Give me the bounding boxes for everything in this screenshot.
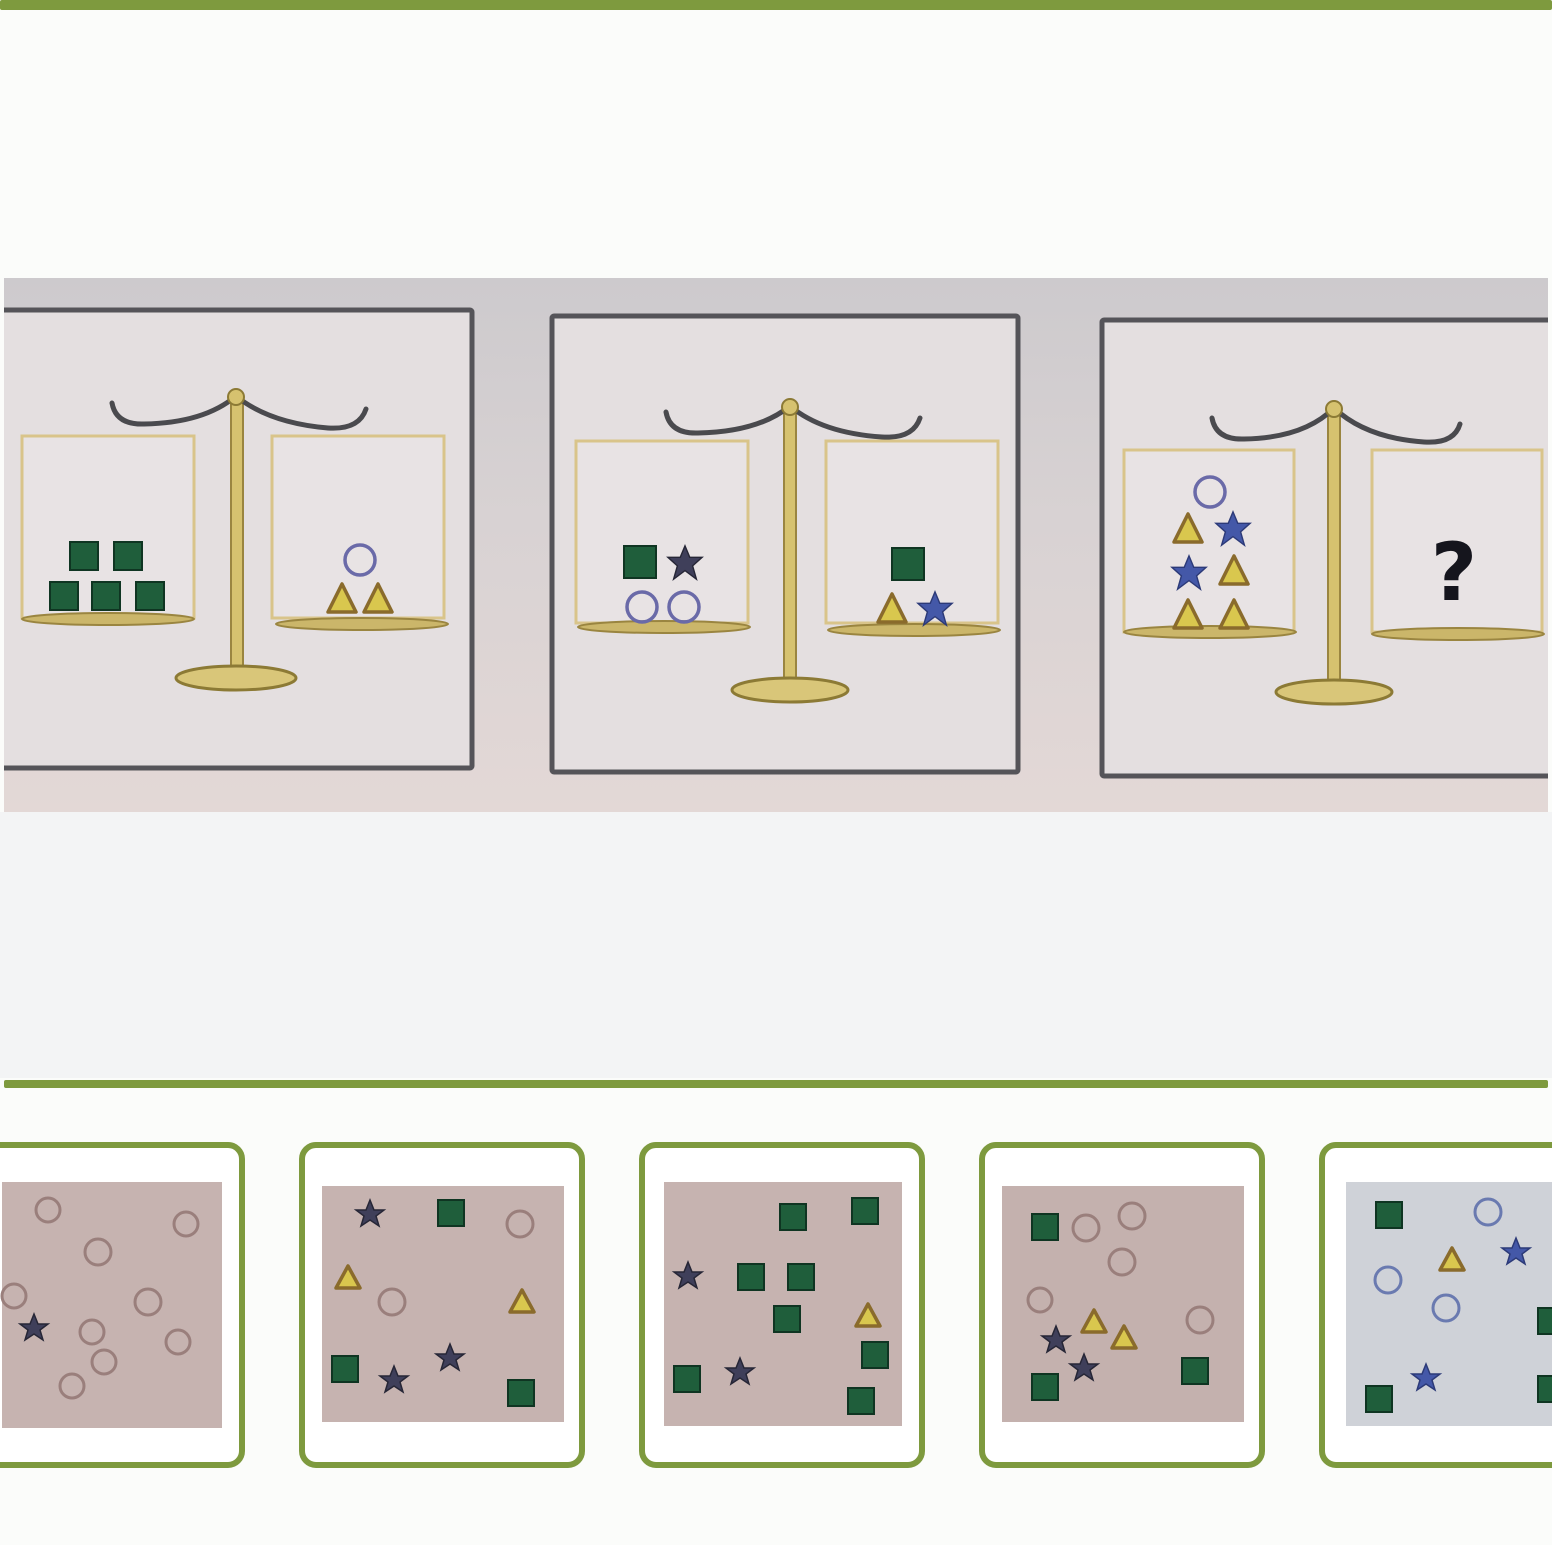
- square-icon: [114, 542, 142, 570]
- scale-panel-3: ?: [1102, 320, 1548, 776]
- square-icon: [1366, 1386, 1392, 1412]
- square-icon: [332, 1356, 358, 1382]
- square-icon: [1538, 1308, 1552, 1334]
- square-icon: [438, 1200, 464, 1226]
- square-icon: [1182, 1358, 1208, 1384]
- answer-option-3[interactable]: [638, 1142, 930, 1472]
- square-icon: [852, 1198, 878, 1224]
- square-icon: [92, 582, 120, 610]
- answer-option-1[interactable]: [0, 1142, 250, 1472]
- square-icon: [1032, 1374, 1058, 1400]
- question-mark-icon: ?: [1431, 526, 1477, 619]
- answer-option-4[interactable]: [978, 1142, 1270, 1472]
- square-icon: [136, 582, 164, 610]
- square-icon: [1376, 1202, 1402, 1228]
- square-icon: [788, 1264, 814, 1290]
- answer-option-5[interactable]: [1318, 1142, 1552, 1472]
- square-icon: [774, 1306, 800, 1332]
- square-icon: [508, 1380, 534, 1406]
- square-icon: [1032, 1214, 1058, 1240]
- section-divider-rule: [4, 1080, 1548, 1088]
- square-icon: [780, 1204, 806, 1230]
- scale-panel-2: [552, 316, 1018, 772]
- square-icon: [674, 1366, 700, 1392]
- gap-area: [0, 812, 1552, 1078]
- puzzle-strip: ?: [4, 278, 1548, 812]
- puzzle-strip-graphic: ?: [4, 278, 1548, 812]
- right-pan-contents: ?: [1431, 526, 1477, 619]
- square-icon: [862, 1342, 888, 1368]
- square-icon: [70, 542, 98, 570]
- square-icon: [738, 1264, 764, 1290]
- square-icon: [892, 548, 924, 580]
- square-icon: [624, 546, 656, 578]
- top-accent-rule: [0, 0, 1552, 10]
- square-icon: [50, 582, 78, 610]
- scale-panel-1: [4, 310, 472, 768]
- square-icon: [848, 1388, 874, 1414]
- square-icon: [1538, 1376, 1552, 1402]
- answer-option-2[interactable]: [298, 1142, 590, 1472]
